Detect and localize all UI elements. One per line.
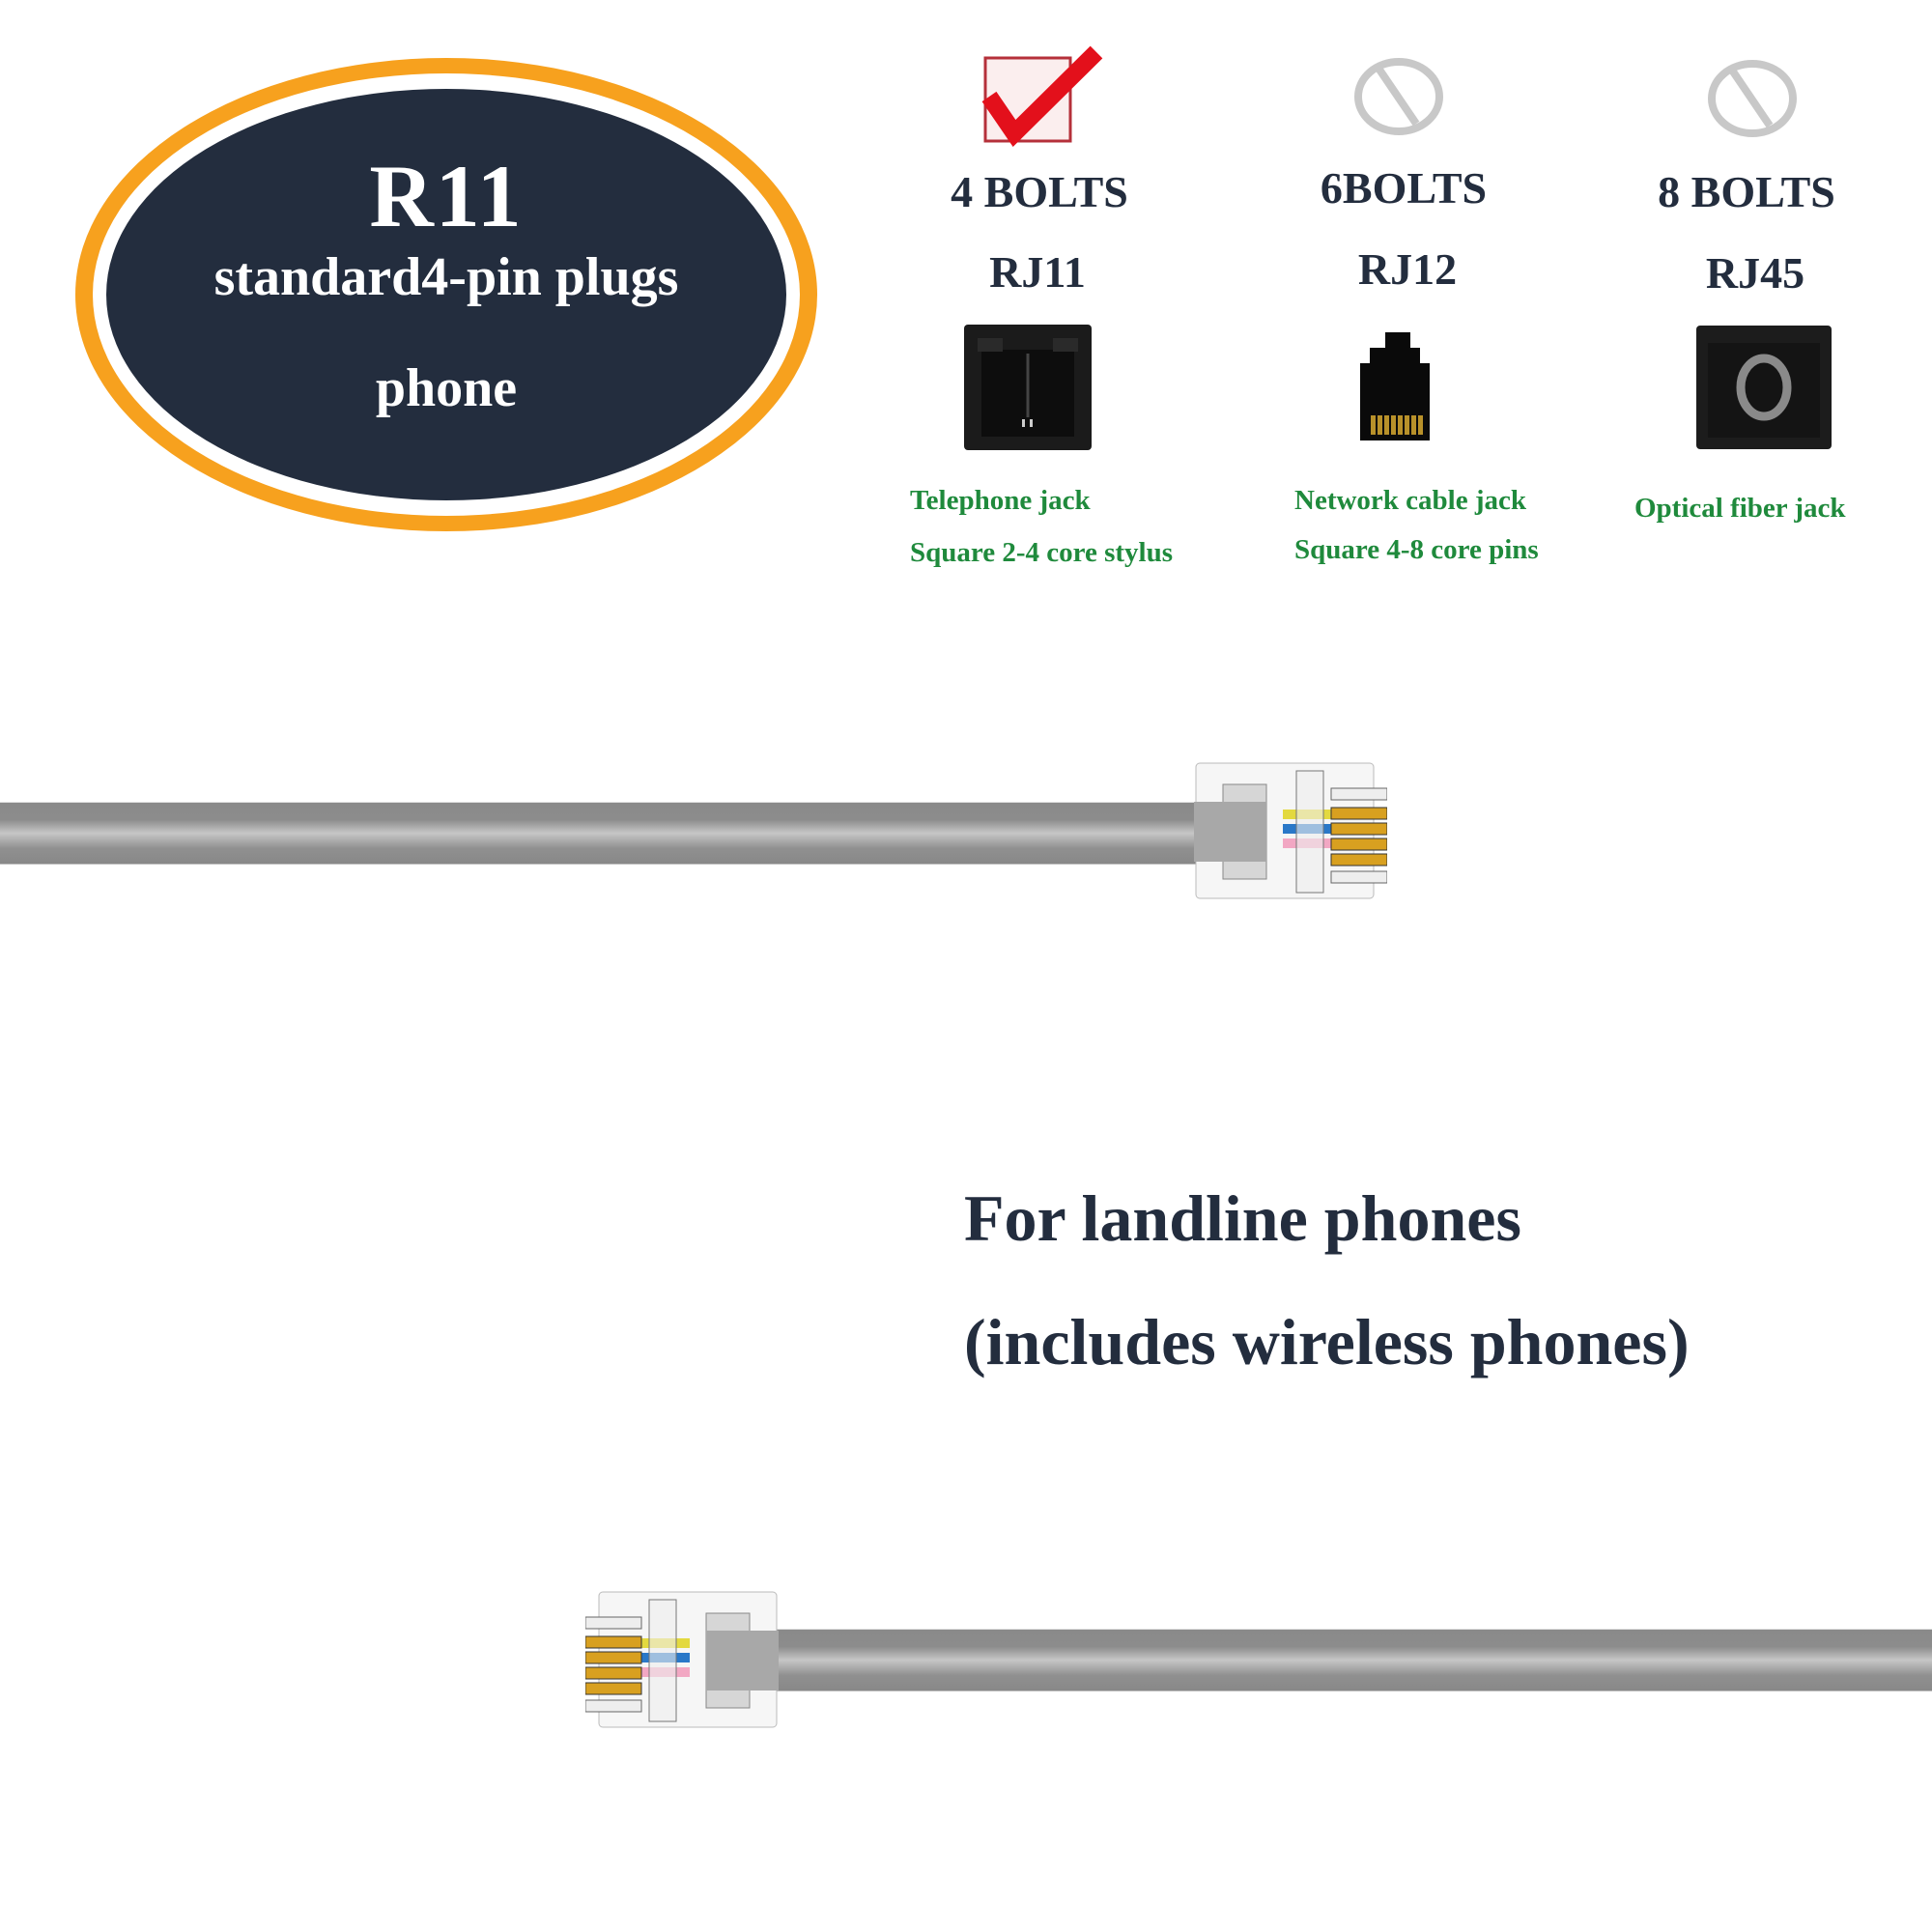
option-type-rj11: RJ11: [989, 247, 1086, 297]
option-desc2-rj11: Square 2-4 core stylus: [910, 537, 1174, 568]
option-type-rj12: RJ12: [1357, 244, 1458, 294]
badge-title: R11: [369, 147, 524, 245]
option-bolts-rj12: 6BOLTS: [1320, 163, 1488, 213]
badge: [106, 89, 786, 500]
option-bolts-rj45: 8 BOLTS: [1658, 167, 1835, 216]
badge-subtitle-2: phone: [375, 358, 518, 418]
checkmark-icon: [976, 41, 1111, 147]
option-desc-rj11: Telephone jack: [910, 485, 1091, 516]
caption-line-2: (includes wireless phones): [964, 1305, 1690, 1378]
option-desc-rj12: Network cable jack: [1294, 485, 1527, 516]
network-jack-icon: [1339, 332, 1451, 440]
optical-fiber-jack-icon: [1696, 326, 1832, 449]
prohibited-icon: [1706, 58, 1799, 139]
prohibited-icon: [1352, 56, 1445, 137]
option-desc-rj45: Optical fiber jack: [1634, 493, 1846, 524]
caption-line-1: For landline phones: [964, 1181, 1521, 1255]
top-cable: [0, 802, 1208, 865]
rj11-plug-icon: [1194, 761, 1388, 900]
badge-subtitle: standard4-pin plugs: [213, 247, 679, 307]
bottom-cable: [768, 1629, 1932, 1691]
option-bolts-rj11: 4 BOLTS: [951, 167, 1128, 216]
rj11-plug-icon: [584, 1590, 779, 1729]
telephone-jack-icon: [964, 325, 1092, 450]
option-desc2-rj12: Square 4-8 core pins: [1294, 534, 1539, 565]
option-type-rj45: RJ45: [1705, 248, 1805, 298]
